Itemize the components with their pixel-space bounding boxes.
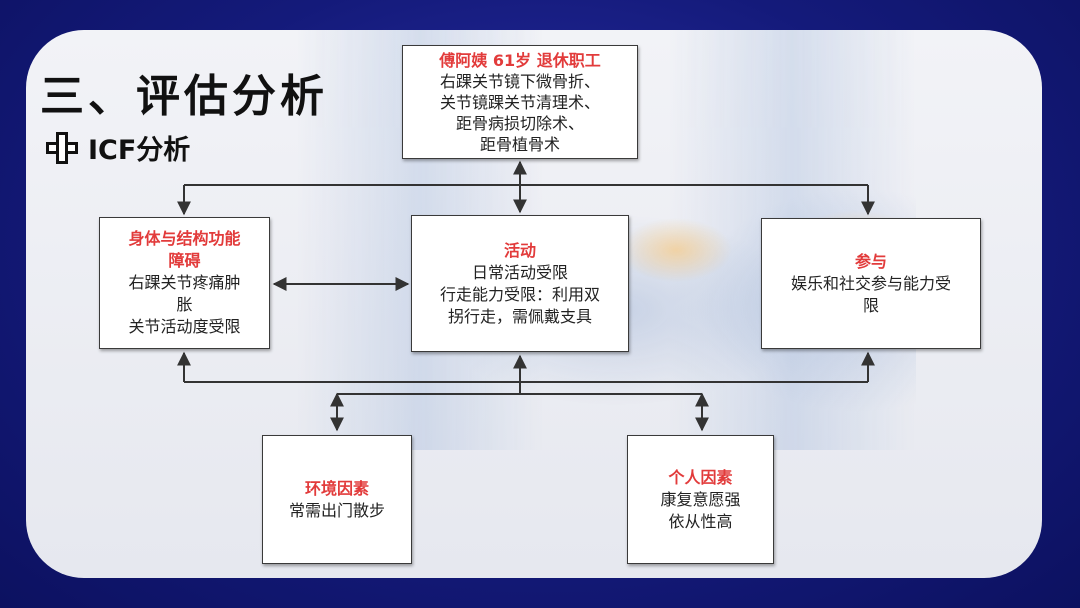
patient-line: 距骨植骨术: [479, 134, 560, 154]
patient-line: 距骨病损切除术、: [455, 113, 584, 133]
environment-box: 环境因素 常需出门散步: [262, 435, 412, 564]
activity-header: 活动: [503, 240, 536, 260]
personal-line: 依从性高: [668, 511, 733, 531]
personal-line: 康复意愿强: [660, 489, 741, 509]
participation-line: 限: [862, 295, 879, 315]
participation-header: 参与: [854, 251, 887, 271]
patient-box: 傅阿姨 61岁 退休职工 右踝关节镜下微骨折、 关节镜踝关节清理术、 距骨病损切…: [402, 45, 638, 159]
participation-box: 参与 娱乐和社交参与能力受 限: [761, 218, 981, 349]
body-structure-line: 胀: [176, 295, 193, 314]
plus-icon: [46, 131, 78, 164]
activity-line: 日常活动受限: [471, 262, 568, 282]
activity-box: 活动 日常活动受限 行走能力受限：利用双 拐行走，需佩戴支具: [411, 215, 629, 352]
activity-line: 行走能力受限：利用双: [439, 284, 600, 304]
personal-box: 个人因素 康复意愿强 依从性高: [627, 435, 774, 564]
environment-line: 常需出门散步: [288, 500, 385, 520]
subtitle-text: ICF分析: [88, 135, 191, 166]
section-subtitle: ICF分析: [46, 128, 190, 167]
body-structure-header: 障碍: [168, 251, 201, 270]
activity-line: 拐行走，需佩戴支具: [447, 306, 592, 326]
body-structure-line: 右踝关节疼痛肿: [128, 273, 241, 292]
page-title: 三、评估分析: [40, 71, 328, 122]
patient-line: 右踝关节镜下微骨折、: [439, 71, 600, 91]
patient-line: 关节镜踝关节清理术、: [439, 92, 600, 112]
body-structure-line: 关节活动度受限: [128, 317, 241, 336]
body-structure-header: 身体与结构功能: [128, 229, 241, 248]
participation-line: 娱乐和社交参与能力受: [790, 273, 951, 293]
patient-header: 傅阿姨 61岁 退休职工: [439, 50, 601, 70]
personal-header: 个人因素: [668, 467, 733, 487]
body-structure-box: 身体与结构功能 障碍 右踝关节疼痛肿 胀 关节活动度受限: [99, 217, 270, 349]
environment-header: 环境因素: [304, 478, 369, 498]
